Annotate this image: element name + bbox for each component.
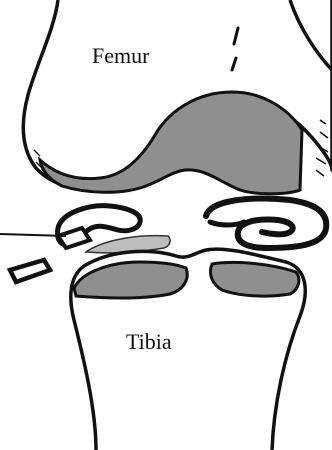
tibia-articular-cartilage-right — [210, 262, 298, 296]
femur-bone: Femur — [23, 0, 332, 194]
loose-fragment — [10, 260, 50, 282]
tibia-bone: Tibia — [71, 249, 305, 450]
meniscus-tear-flap — [86, 236, 170, 253]
femur-label: Femur — [92, 43, 150, 68]
tibia-label: Tibia — [126, 329, 172, 354]
right-meniscus — [206, 199, 326, 248]
right-meniscus-outer — [210, 222, 244, 225]
